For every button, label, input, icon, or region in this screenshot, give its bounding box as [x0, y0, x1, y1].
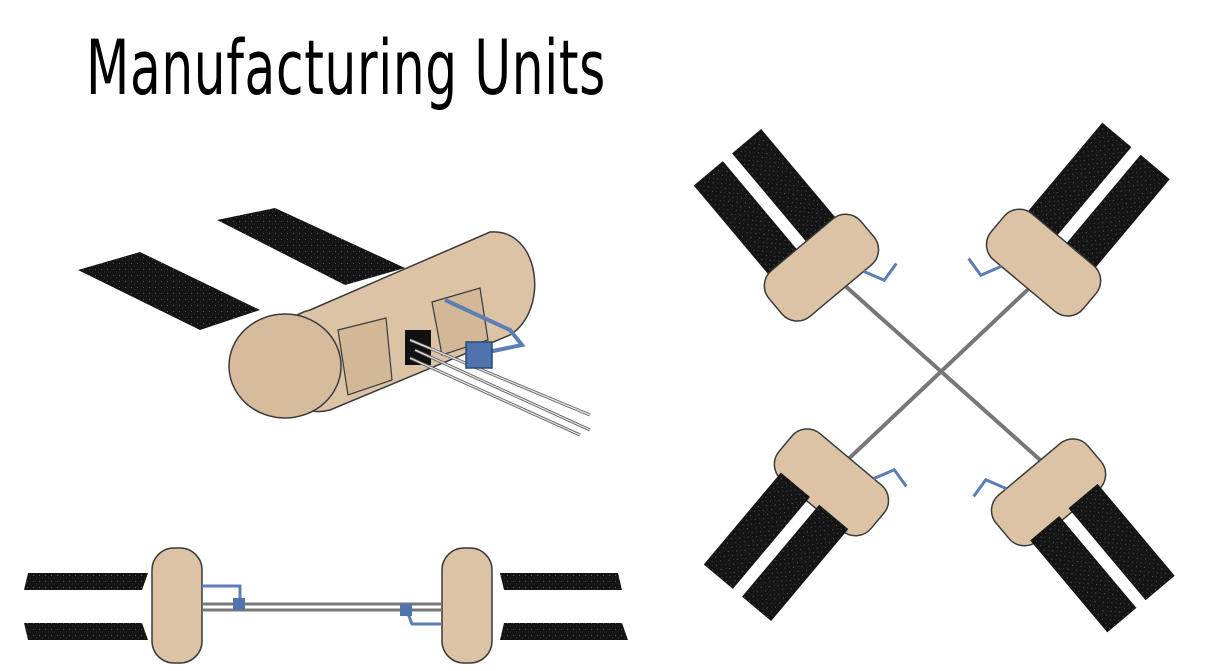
robotic-arm — [972, 477, 1007, 498]
solar-panel — [703, 472, 810, 589]
side-view — [24, 547, 628, 664]
solar-panel — [732, 128, 839, 246]
truss-rail — [409, 357, 581, 436]
truss-rail — [803, 248, 1087, 502]
solar-panel — [500, 573, 622, 590]
robotic-arm — [967, 257, 1002, 278]
module-hatch — [337, 317, 393, 396]
module-hatch — [431, 287, 489, 356]
robotic-arm — [202, 584, 242, 602]
solar-panel — [1025, 122, 1132, 240]
manufacturing-unit — [972, 438, 1175, 633]
module-body — [151, 547, 203, 664]
solar-panel — [1068, 483, 1175, 601]
truss-rail — [414, 349, 591, 431]
page-title: Manufacturing Units — [86, 23, 606, 112]
solar-panel — [217, 208, 405, 285]
module-body — [441, 547, 493, 664]
solar-panel — [1030, 515, 1137, 633]
robotic-arm — [873, 467, 908, 488]
robotic-arm — [863, 262, 898, 283]
connector-block — [465, 341, 493, 369]
solar-panel — [78, 252, 260, 330]
module-body — [773, 428, 890, 537]
solar-panel — [1063, 154, 1170, 272]
solar-panel — [500, 623, 628, 640]
manufacturing-unit — [693, 128, 898, 322]
module-body — [990, 438, 1107, 547]
robotic-arm — [444, 298, 526, 354]
solar-panel — [24, 573, 148, 590]
module-end-cap — [228, 313, 342, 419]
manufacturing-unit — [703, 428, 908, 622]
connector-block — [400, 604, 412, 616]
connector-block — [233, 598, 245, 610]
top-view — [693, 122, 1175, 633]
solar-panel — [742, 504, 849, 622]
module-body — [985, 208, 1102, 317]
truss-rail — [409, 339, 591, 416]
solar-panel — [693, 161, 800, 278]
module-body — [763, 213, 880, 322]
isometric-view — [78, 208, 591, 437]
manufacturing-unit — [967, 122, 1170, 317]
solar-panel — [24, 623, 148, 640]
